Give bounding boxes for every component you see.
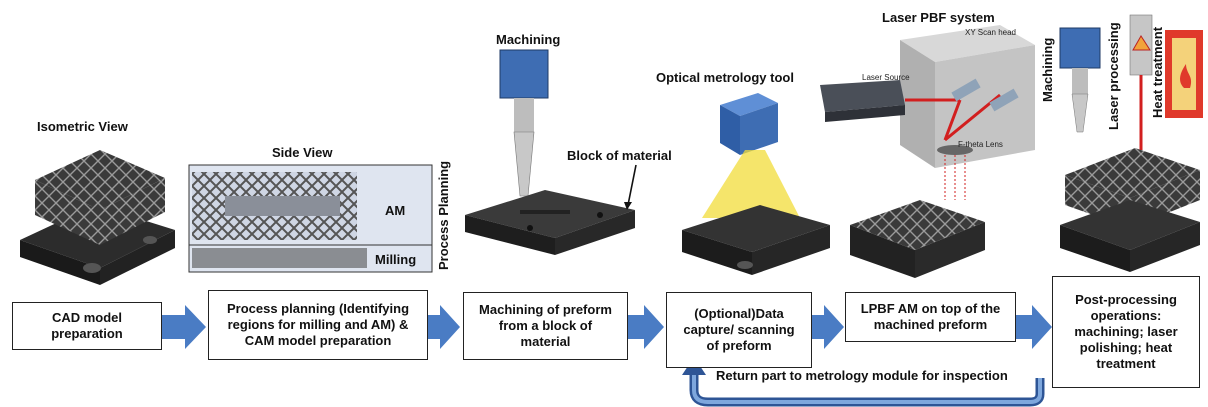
laser-pbf-system-label: Laser PBF system xyxy=(882,10,995,25)
milling-label: Milling xyxy=(375,252,417,267)
flow-arrow-2 xyxy=(428,305,460,349)
isometric-view-label: Isometric View xyxy=(37,119,128,134)
metrology-image xyxy=(682,93,830,275)
f-theta-lens-label: F-theta Lens xyxy=(958,140,1003,149)
laser-source-label: Laser Source xyxy=(862,73,910,82)
cad-part-image xyxy=(20,150,175,285)
flow-arrow-1 xyxy=(162,305,206,349)
machining-vertical-label: Machining xyxy=(1040,37,1055,102)
step-box-lpbf: LPBF AM on top of the machined preform xyxy=(845,292,1016,342)
optical-metrology-label: Optical metrology tool xyxy=(656,70,794,85)
step-box-machining: Machining of preform from a block of mat… xyxy=(463,292,628,360)
xy-scan-head-label: XY Scan head xyxy=(965,28,1017,37)
machining-label: Machining xyxy=(496,32,561,47)
laser-pbf-image xyxy=(820,25,1035,278)
side-view-image xyxy=(188,164,433,273)
post-processing-image xyxy=(1059,14,1203,272)
flow-arrows xyxy=(162,305,1052,349)
step-box-post-processing: Post-processing operations: machining; l… xyxy=(1052,276,1200,388)
return-loop-label: Return part to metrology module for insp… xyxy=(716,368,1008,383)
flow-arrow-4 xyxy=(812,305,844,349)
flow-arrow-5 xyxy=(1016,305,1052,349)
step-box-data-capture: (Optional)Data capture/ scanning of pref… xyxy=(666,292,812,368)
step-box-process-planning: Process planning (Identifying regions fo… xyxy=(208,290,428,360)
process-planning-label: Process Planning xyxy=(436,160,451,270)
am-label: AM xyxy=(385,203,406,218)
machining-image xyxy=(465,49,637,255)
side-view-label: Side View xyxy=(272,145,333,160)
laser-processing-label: Laser processing xyxy=(1106,22,1121,130)
step-box-cad: CAD model preparation xyxy=(12,302,162,350)
heat-treatment-label: Heat treatment xyxy=(1150,26,1165,118)
flow-arrow-3 xyxy=(628,305,664,349)
block-of-material-label: Block of material xyxy=(567,148,672,163)
